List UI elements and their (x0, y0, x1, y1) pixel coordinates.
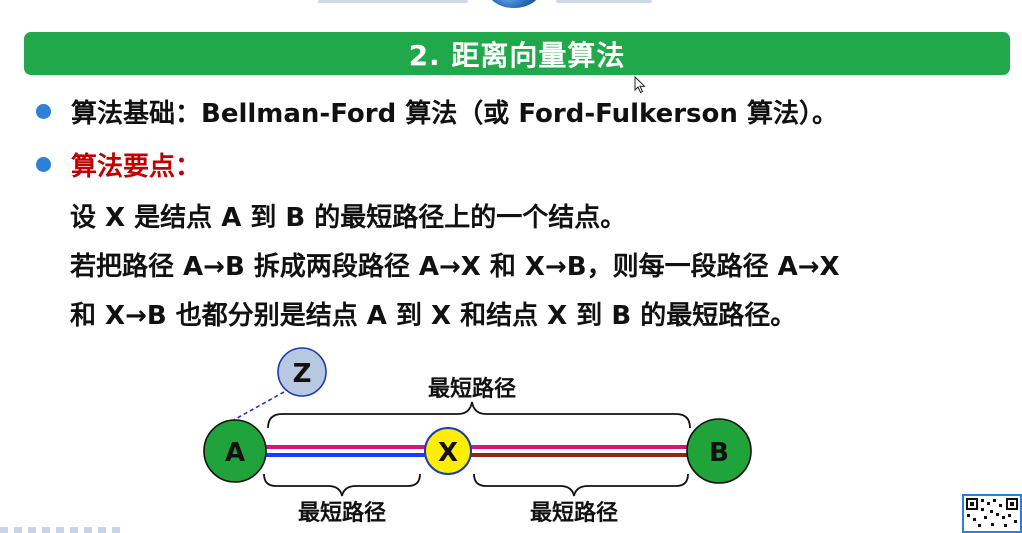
bullet-algorithm-basis: 算法基础：Bellman-Ford 算法（或 Ford-Fulkerson 算法… (36, 93, 838, 130)
title-bar: 2. 距离向量算法 (24, 32, 1010, 75)
node-b-label: B (709, 438, 729, 468)
qr-code-icon (962, 494, 1022, 533)
globe-logo-icon (488, 0, 540, 8)
z-to-a-dashed-link (229, 391, 285, 423)
header-faint-text-left (318, 0, 468, 3)
node-b (686, 418, 752, 484)
bottom-right-brace (473, 473, 689, 497)
bullet-text: 算法基础：Bellman-Ford 算法（或 Ford-Fulkerson 算法… (71, 99, 838, 129)
label-bottom-right-shortest-path: 最短路径 (530, 500, 618, 526)
mouse-cursor-icon (634, 76, 646, 94)
bottom-left-brace (263, 473, 421, 497)
bullet-dot-icon (36, 104, 51, 119)
body-line-1: 设 X 是结点 A 到 B 的最短路径上的一个结点。 (70, 203, 627, 233)
top-header-strip (0, 0, 1022, 8)
bullet-text: 算法要点： (71, 152, 202, 182)
page-title: 2. 距离向量算法 (408, 38, 626, 72)
node-a (203, 419, 267, 483)
node-a-label: A (225, 438, 245, 468)
label-bottom-left-shortest-path: 最短路径 (298, 500, 386, 526)
bottom-faint-text (0, 527, 120, 533)
node-z-label: Z (293, 359, 312, 389)
body-line-2: 若把路径 A→B 拆成两段路径 A→X 和 X→B，则每一段路径 A→X (70, 252, 840, 282)
bullet-algorithm-points: 算法要点： (36, 146, 201, 183)
node-x (424, 427, 472, 475)
node-z (277, 347, 327, 397)
bullet-dot-icon (36, 157, 51, 172)
body-line-3: 和 X→B 也都分别是结点 A 到 X 和结点 X 到 B 的最短路径。 (70, 301, 797, 331)
label-top-shortest-path: 最短路径 (428, 376, 516, 402)
top-brace (267, 401, 691, 429)
header-faint-text-right (556, 0, 652, 3)
node-x-label: X (438, 438, 458, 468)
